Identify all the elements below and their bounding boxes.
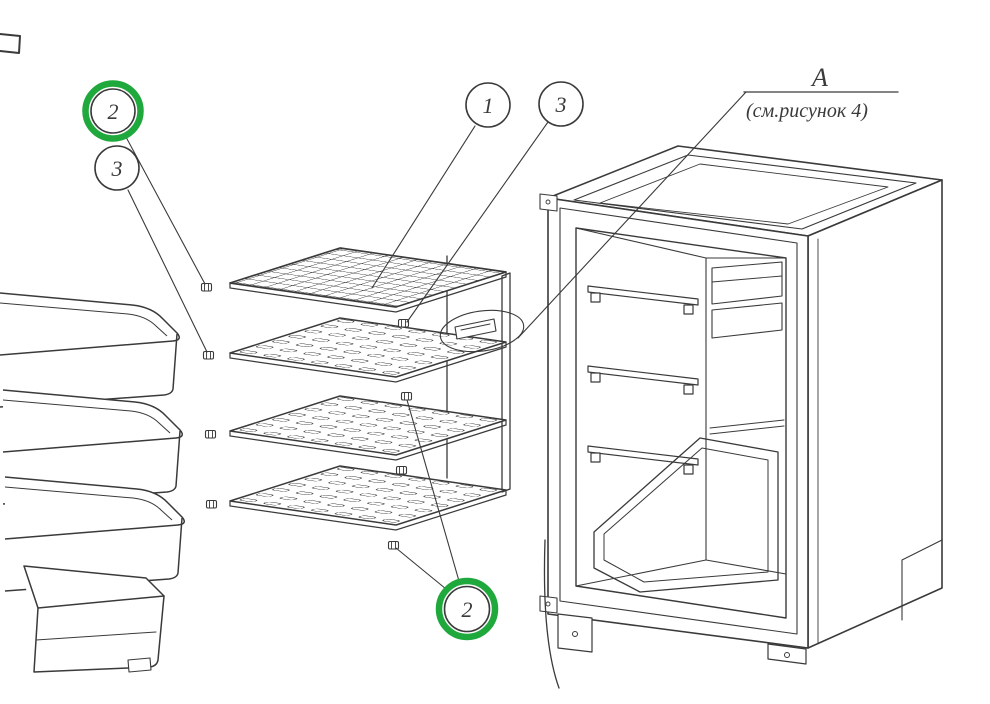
hinge-screw-top	[545, 199, 551, 205]
interior-tray-lower	[711, 302, 783, 339]
balloon-circle	[538, 81, 584, 127]
support-bracket	[454, 318, 497, 340]
balloon-1-top: 1	[465, 82, 511, 128]
hinge-plate-top	[539, 193, 558, 212]
leader-balloon-3-top	[406, 121, 549, 323]
balloon-label: 2	[108, 99, 119, 124]
shelf-clip	[202, 350, 215, 360]
leader-detail-a	[517, 91, 747, 339]
detail-note: (см.рисунок 4)	[746, 100, 868, 122]
balloon-label: 1	[483, 93, 494, 118]
leader-balloon-1	[371, 125, 476, 289]
cabinet-foot-left	[557, 613, 593, 653]
shelf-clip	[205, 499, 218, 509]
leader-balloon-3-left	[127, 189, 208, 353]
balloon-circle	[443, 585, 491, 633]
leader-balloon-2-top	[125, 136, 206, 285]
shelf-right-support	[501, 272, 511, 493]
detail-label: A	[810, 63, 828, 92]
wire-shelf	[229, 247, 507, 313]
balloon-2-top: 2	[82, 80, 144, 142]
interior-tray-upper	[711, 261, 783, 305]
bin-foot-tab	[127, 657, 152, 673]
support-bracket-line	[460, 323, 491, 331]
shelf-clip	[400, 391, 413, 401]
hinge-plate-bottom	[539, 595, 558, 614]
cabinet-foot-right	[767, 643, 807, 665]
interior-bracket	[709, 419, 785, 435]
shelf-clip	[397, 318, 410, 328]
storage-bin-4	[23, 565, 165, 673]
balloon-3-top: 3	[538, 81, 584, 127]
balloon-circle	[465, 82, 511, 128]
cabinet-top-panel	[573, 154, 917, 230]
leader-balloon-2-bottom-a	[395, 547, 447, 590]
compressor-recess	[901, 539, 943, 621]
balloon-2-bottom: 2	[435, 577, 499, 641]
balloon-circle	[90, 88, 136, 134]
shelf-clip	[387, 540, 400, 550]
bin-stack	[0, 292, 185, 673]
highlight-ring	[82, 80, 144, 142]
crisper-drawer-rim	[603, 447, 769, 583]
foot-screw-right	[784, 652, 790, 658]
shelf-clip	[204, 429, 217, 439]
interior-floor-edge	[705, 559, 787, 575]
balloon-label: 3	[555, 92, 567, 117]
crisper-drawer	[593, 437, 779, 593]
highlight-ring	[435, 577, 499, 641]
door-opening	[575, 227, 787, 619]
frame-fragment	[0, 33, 21, 54]
shelf-clip	[200, 282, 213, 292]
interior-tray-upper-line	[711, 275, 783, 283]
balloon-3-left: 3	[94, 145, 140, 191]
perforated-shelf-3	[229, 465, 507, 531]
callout-balloons: 2 3 1 3 2	[82, 80, 584, 641]
balloon-label: 2	[462, 597, 473, 622]
shelf-assembly	[200, 247, 511, 550]
detail-ellipse	[439, 309, 525, 353]
refrigerator-cabinet	[539, 145, 943, 689]
door-gasket-line	[559, 207, 798, 635]
hinge-screw-bottom	[545, 601, 551, 607]
balloon-label: 3	[111, 156, 123, 181]
leader-balloon-2-bottom-b	[406, 399, 460, 582]
cabinet-front-face	[547, 197, 809, 649]
foot-screw-left	[572, 631, 578, 637]
cabinet-interior	[575, 227, 787, 593]
shelf-clip	[395, 465, 408, 475]
perforated-shelf-2	[229, 395, 507, 461]
drain-tube	[543, 539, 560, 689]
storage-bin-1	[0, 292, 180, 408]
interior-left-wall	[575, 227, 707, 587]
leader-lines	[125, 91, 747, 590]
balloon-circle	[94, 145, 140, 191]
cabinet-side-face	[807, 179, 943, 649]
